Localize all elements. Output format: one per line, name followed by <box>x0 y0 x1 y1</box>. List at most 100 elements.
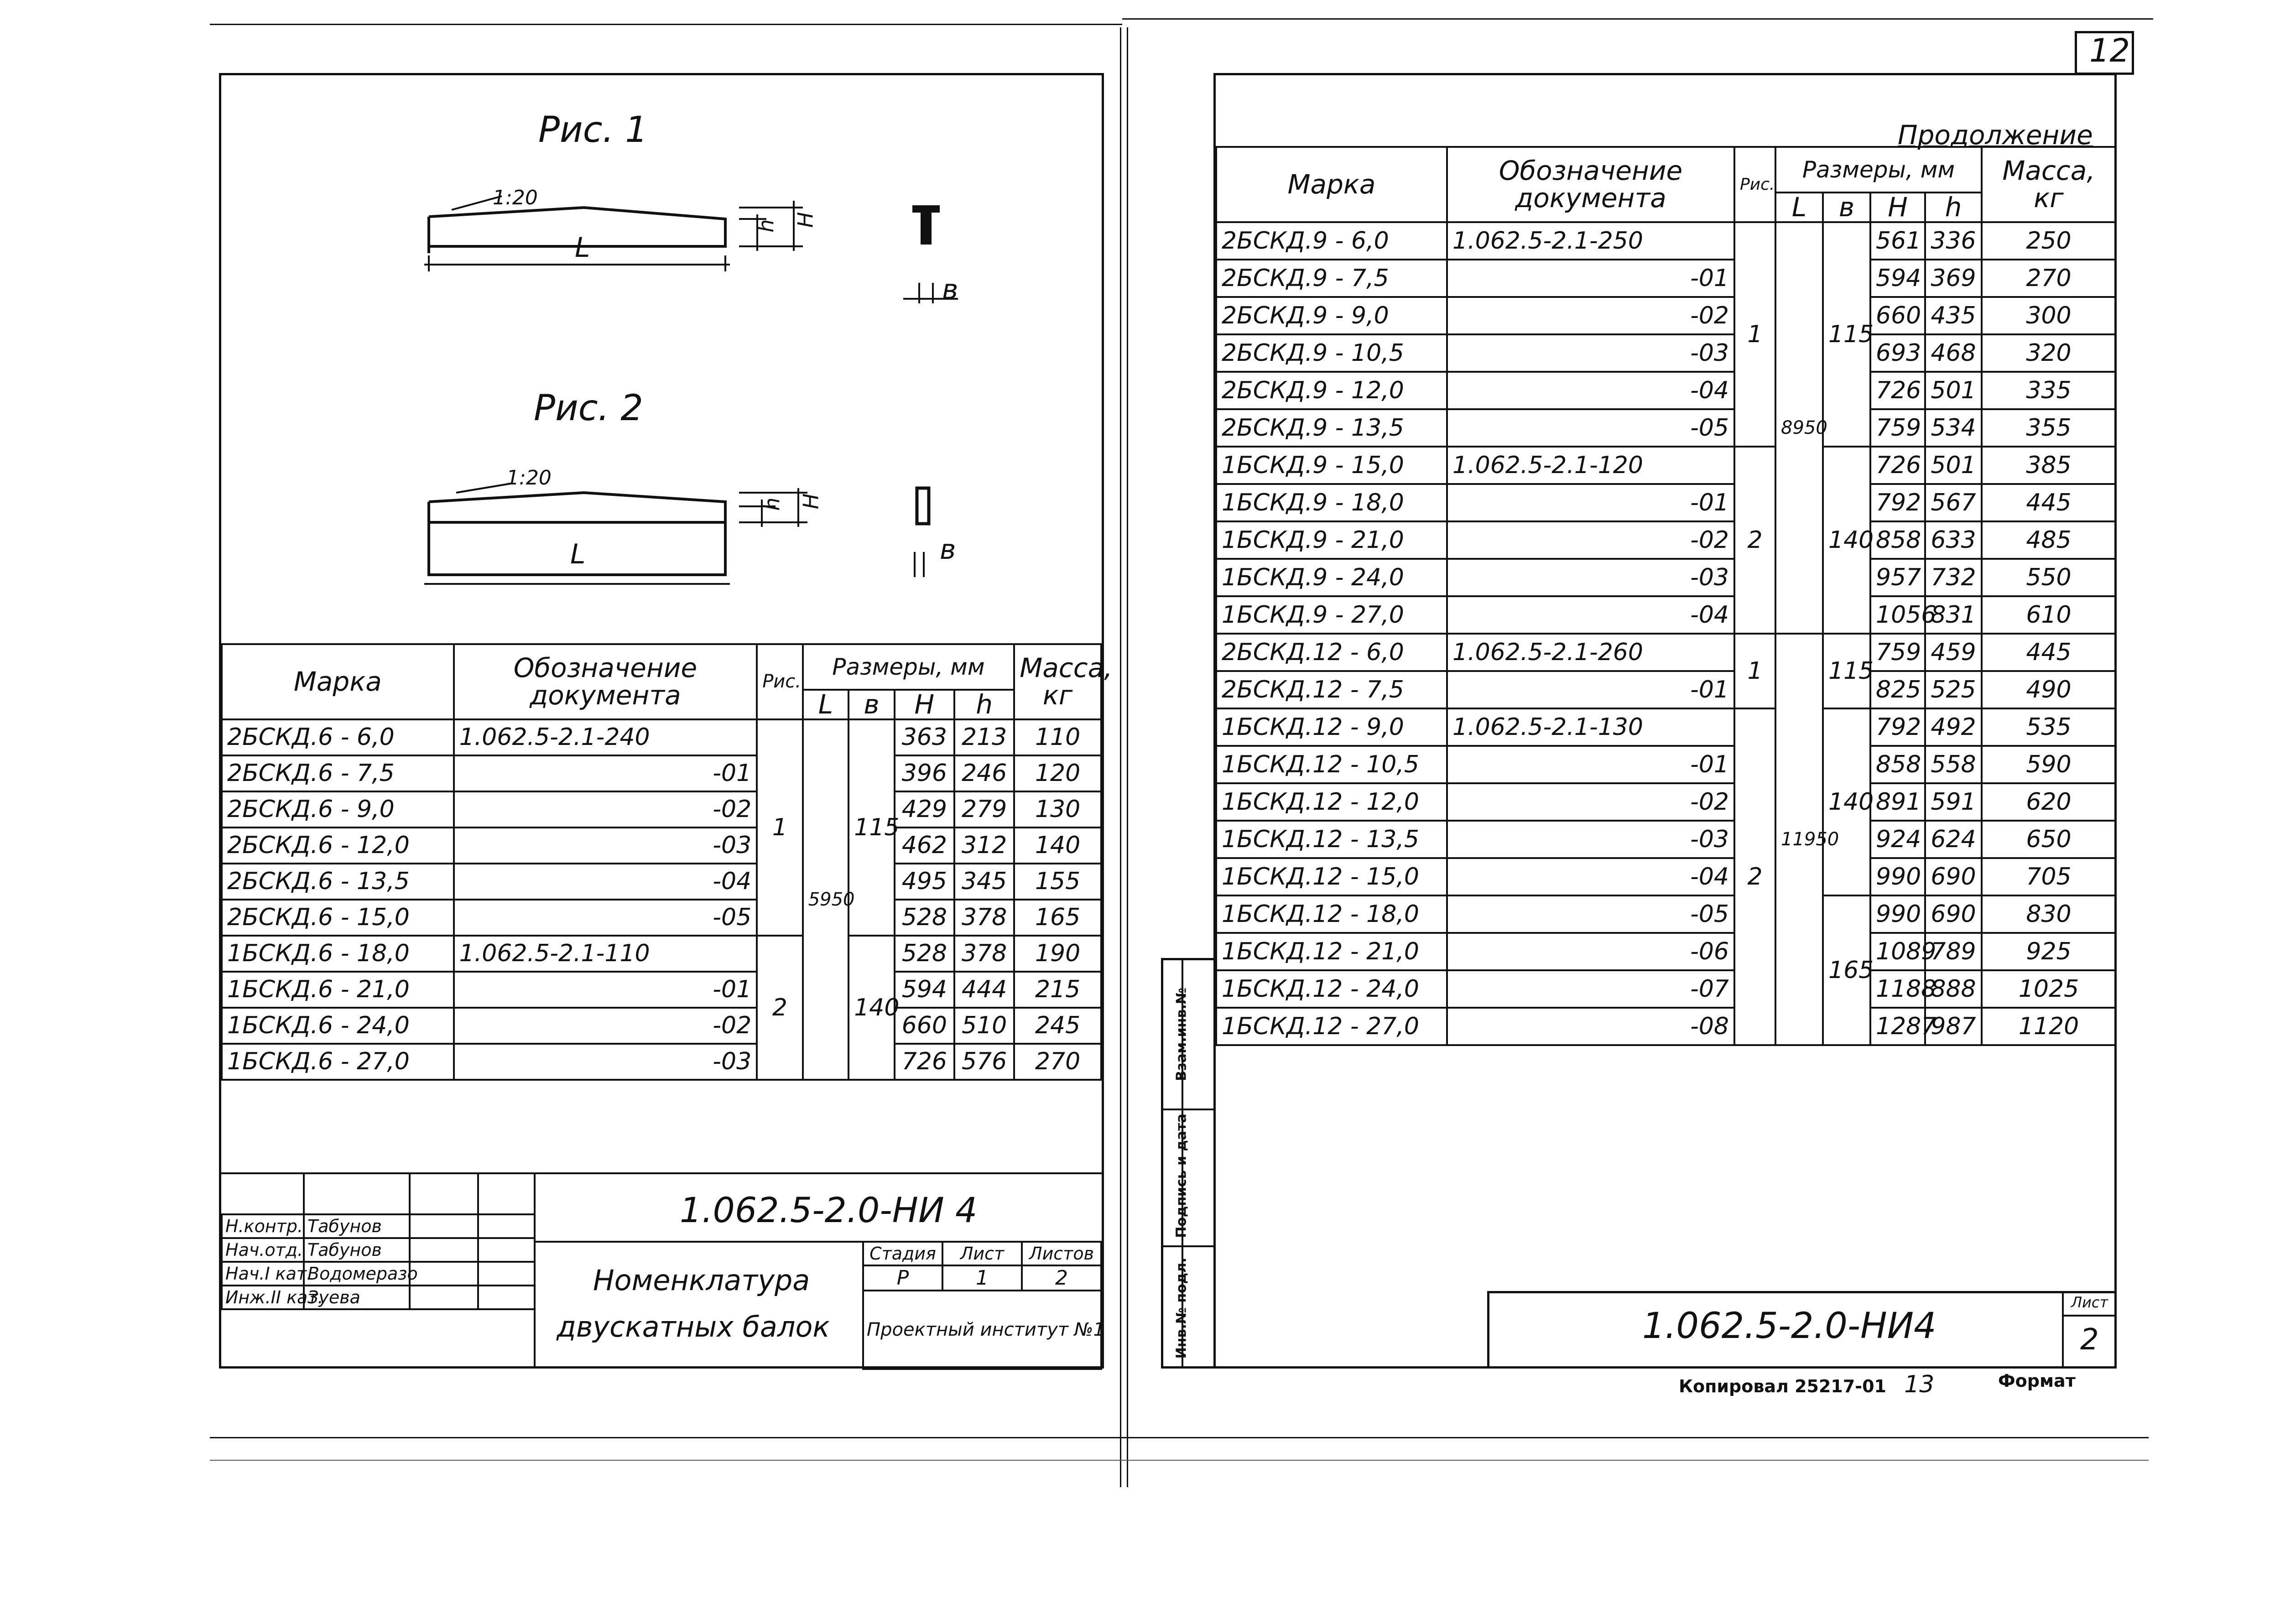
cell-mark: 1БСКД.12 - 15,0 <box>1215 857 1448 896</box>
signer-signature <box>409 1285 479 1310</box>
cell-H: 693 <box>1869 333 1926 373</box>
signer-signature <box>409 1237 479 1263</box>
cell-designation: -03 <box>453 826 758 864</box>
cell-h: 492 <box>1924 707 1983 747</box>
signer-signature <box>409 1261 479 1286</box>
signature-row: Инж.II кат.Зуева <box>221 1285 536 1310</box>
fig1-beam-outline <box>427 206 727 253</box>
fig2-L-label: L <box>570 538 586 570</box>
left-stamp-col1 <box>303 1172 305 1213</box>
fig2-slope-arrow <box>456 483 511 494</box>
signer-name: Зуева <box>303 1285 411 1310</box>
signature-row: Нач.I кат.Водомеразо <box>221 1261 536 1286</box>
cell-mass: 320 <box>1981 333 2117 373</box>
cell-h: 633 <box>1924 520 1983 560</box>
cell-mass: 245 <box>1013 1006 1102 1045</box>
cell-mass: 620 <box>1981 782 2117 822</box>
cell-H: 990 <box>1869 894 1926 934</box>
cell-mass: 705 <box>1981 857 2117 896</box>
cell-h: 468 <box>1924 333 1983 373</box>
sheets-value: 2 <box>1021 1265 1102 1291</box>
cell-mark: 1БСКД.9 - 27,0 <box>1215 595 1448 635</box>
side-sign-date: Подпись и дата <box>1173 1114 1190 1238</box>
cell-mass: 490 <box>1981 670 2117 709</box>
cell-H: 1188 <box>1869 969 1936 1009</box>
cell-h: 888 <box>1924 969 1983 1009</box>
cell-h: 435 <box>1924 296 1983 335</box>
header-fig: Рис. <box>1733 146 1776 223</box>
cell-mark: 2БСКД.6 - 6,0 <box>221 718 455 756</box>
org-name: Проектный институт №1 <box>862 1290 1105 1370</box>
stage-label: Стадия <box>862 1241 943 1266</box>
signer-role: Н.контр. <box>221 1213 305 1239</box>
cell-mark: 2БСКД.9 - 10,5 <box>1215 333 1448 373</box>
cell-mass: 550 <box>1981 557 2117 597</box>
cell-mass: 590 <box>1981 744 2117 784</box>
cell-H: 528 <box>893 934 955 973</box>
cell-mark: 2БСКД.9 - 13,5 <box>1215 408 1448 448</box>
cell-designation: -05 <box>453 898 758 937</box>
cell-designation: -08 <box>1446 1006 1735 1046</box>
top-rule-left <box>210 24 1122 25</box>
fig2-b-label: в <box>940 534 956 566</box>
cell-designation: 1.062.5-2.1-130 <box>1446 707 1735 747</box>
cell-mark: 2БСКД.6 - 7,5 <box>221 754 455 792</box>
cell-mass: 830 <box>1981 894 2117 934</box>
cell-h: 246 <box>953 754 1015 792</box>
cell-h: 378 <box>953 934 1015 973</box>
cell-h: 345 <box>953 862 1015 900</box>
signature-row: Н.контр.Табунов <box>221 1213 536 1239</box>
fig1-title: Рис. 1 <box>538 109 648 151</box>
left-stage-table: Стадия Лист Листов Р 1 2 Проектный инсти… <box>862 1241 1105 1370</box>
cell-designation: -01 <box>453 970 758 1009</box>
left-stamp-col3 <box>477 1172 479 1213</box>
cell-fig: 2 <box>756 934 804 1081</box>
cell-designation: -01 <box>1446 744 1735 784</box>
page-number-box <box>2075 31 2134 75</box>
cell-mark: 2БСКД.6 - 13,5 <box>221 862 455 900</box>
cell-mark: 2БСКД.9 - 9,0 <box>1215 296 1448 335</box>
signer-signature <box>409 1213 479 1239</box>
side-inv-replace: Взам.инв.№ <box>1173 988 1190 1081</box>
cell-designation: -03 <box>1446 819 1735 859</box>
header-dims: Размеры, мм <box>802 643 1015 691</box>
stage-value: Р <box>862 1265 943 1291</box>
cell-h: 690 <box>1924 857 1983 896</box>
format-label: Формат <box>1998 1371 2076 1391</box>
cell-h: 789 <box>1924 932 1983 971</box>
cell-H: 1056 <box>1869 595 1936 635</box>
side-strip <box>1161 958 1216 1369</box>
cell-designation: -02 <box>1446 296 1735 335</box>
cell-mass: 445 <box>1981 632 2117 672</box>
cell-mass: 355 <box>1981 408 2117 448</box>
cell-h: 459 <box>1924 632 1983 672</box>
cell-mass: 650 <box>1981 819 2117 859</box>
cell-designation: -01 <box>1446 670 1735 709</box>
cell-mass: 120 <box>1013 754 1102 792</box>
cell-H: 726 <box>893 1042 955 1081</box>
cell-mass: 140 <box>1013 826 1102 864</box>
cell-mass: 270 <box>1013 1042 1102 1081</box>
side-strip-div1 <box>1161 1109 1216 1110</box>
cell-h: 831 <box>1924 595 1983 635</box>
cell-designation: -03 <box>453 1042 758 1081</box>
cell-designation: 1.062.5-2.1-260 <box>1446 632 1735 672</box>
left-titleblock-split <box>534 1172 536 1369</box>
cell-mark: 1БСКД.6 - 18,0 <box>221 934 455 973</box>
header-designation: Обозначение документа <box>1446 146 1735 223</box>
cell-designation: -04 <box>1446 857 1735 896</box>
cell-designation: -02 <box>1446 520 1735 560</box>
